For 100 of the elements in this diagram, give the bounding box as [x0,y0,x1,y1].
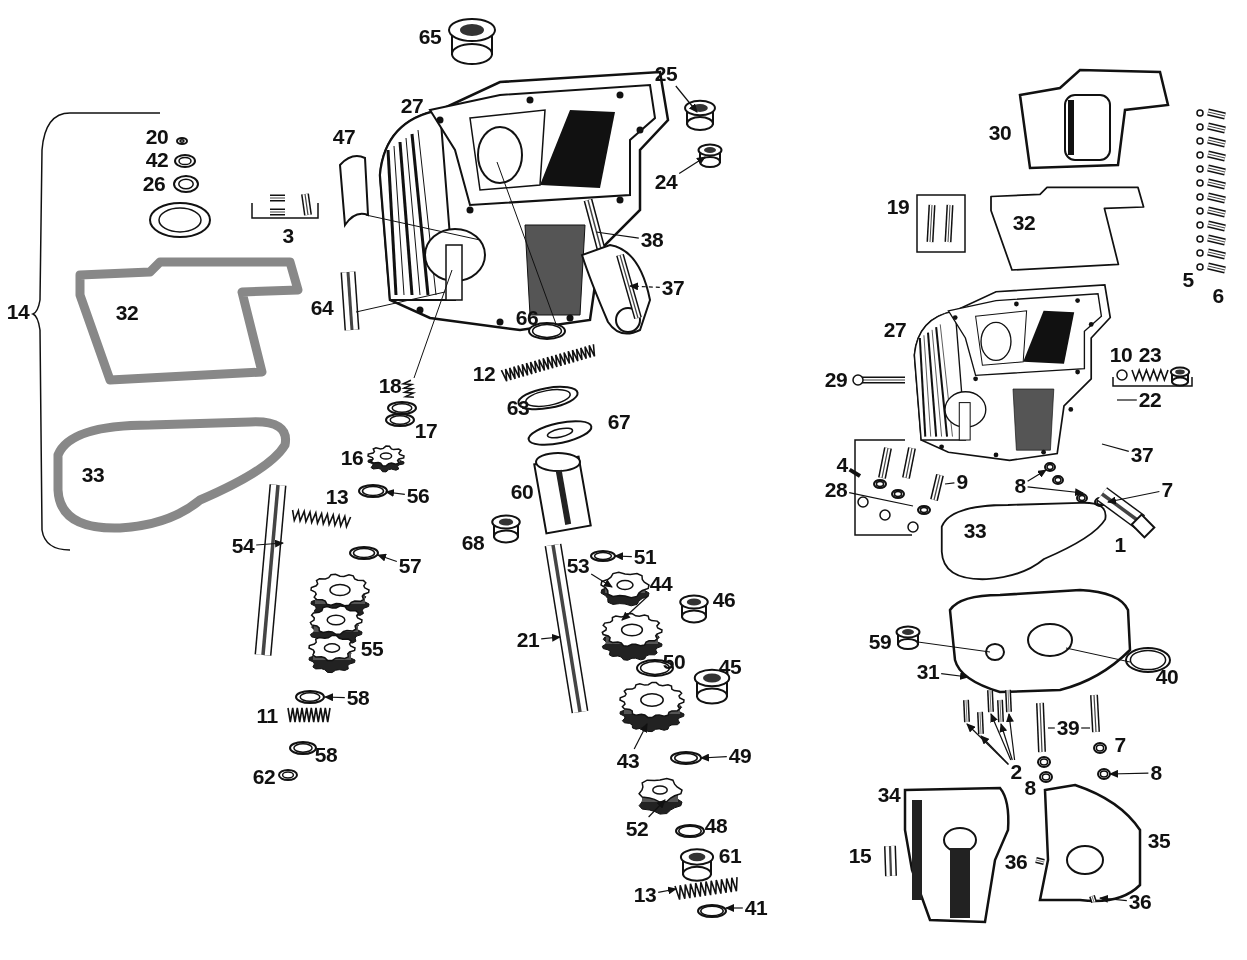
callout-number: 60 [510,481,534,503]
callout-number: 7 [1161,479,1173,501]
callout-number: 2 [1010,761,1022,783]
leader-line [540,633,561,642]
callout-number: 32 [1012,212,1036,234]
callout-number: 8 [1014,475,1026,497]
callout-number: 28 [824,479,848,501]
leader-line [1047,727,1056,729]
leader-line [1027,486,1084,497]
callout-number: 32 [115,302,139,324]
callout-number: 7 [1114,734,1126,756]
callout-number: 26 [142,173,166,195]
callout-number: 3 [282,225,294,247]
callout-number: 9 [956,471,968,493]
leader-line [1101,443,1130,452]
leader-line [1027,469,1047,482]
callout-number: 36 [1128,891,1152,913]
callout-number: 39 [1056,717,1080,739]
callout-number: 8 [1024,777,1036,799]
callout-number: 13 [633,884,657,906]
callout-number: 14 [6,301,30,323]
callout-number: 11 [256,705,278,727]
leader-line [385,489,406,497]
callout-number: 67 [607,411,631,433]
callout-number: 49 [728,745,752,767]
callout-number: 29 [824,369,848,391]
callout-number: 37 [661,277,685,299]
leader-line [633,723,648,750]
leader-line [990,713,1012,761]
callout-number: 42 [145,149,169,171]
leader-line [590,573,613,588]
leader-line [629,282,661,291]
leader-line [648,799,666,818]
callout-number: 15 [848,845,872,867]
callout-number: 12 [472,363,496,385]
leader-line [980,735,1009,765]
leader-line [1109,769,1149,778]
leader-line [377,553,398,563]
leader-line [255,539,284,548]
leader-line [678,156,706,175]
callout-number: 18 [378,375,402,397]
callout-number: 56 [406,485,430,507]
leader-line [614,552,633,561]
callout-number: 23 [1138,344,1162,366]
leader-line [1116,399,1138,401]
callout-number: 17 [414,420,438,442]
callout-number: 38 [640,229,664,251]
callout-number: 30 [988,122,1012,144]
callout-number: 16 [340,447,364,469]
callout-number: 64 [310,297,334,319]
callout-number: 34 [877,784,901,806]
callout-number: 44 [649,573,673,595]
leader-line [848,467,862,478]
callout-number: 66 [515,307,539,329]
leader-line [1080,727,1091,729]
callout-number: 53 [566,555,590,577]
callout-number: 45 [718,656,742,678]
callout-number: 19 [886,196,910,218]
leader-line [999,723,1013,761]
callout-number: 33 [963,520,987,542]
callout-number: 31 [916,661,940,683]
leader-line [966,723,1009,766]
callout-number: 4 [836,454,848,476]
leader-line [940,672,969,680]
callout-number: 33 [81,464,105,486]
callout-number: 35 [1147,830,1171,852]
callout-number: 55 [360,638,384,660]
callout-number: 46 [712,589,736,611]
callout-number: 58 [314,744,338,766]
callout-number: 58 [346,687,370,709]
callout-number: 47 [332,126,356,148]
callout-number: 61 [718,845,742,867]
callout-number: 21 [516,629,540,651]
leader-line [1099,894,1128,903]
leader-line [1006,713,1016,761]
callout-number: 24 [654,171,678,193]
callout-number: 52 [625,818,649,840]
callout-number: 27 [883,319,907,341]
leader-line [324,693,346,702]
callout-number: 62 [252,766,276,788]
callout-number: 43 [616,750,640,772]
leader-line [848,492,914,507]
callout-number: 10 [1109,344,1133,366]
callout-number: 51 [633,546,657,568]
callout-number: 37 [1130,444,1154,466]
callout-number: 22 [1138,389,1162,411]
callout-number: 27 [400,95,424,117]
callout-number: 1 [1114,534,1126,556]
leader-line [944,482,955,485]
callout-number: 68 [461,532,485,554]
callout-number: 59 [868,631,892,653]
callout-number: 65 [418,26,442,48]
callout-number: 5 [1182,269,1194,291]
leader-line [675,85,698,113]
leader-line [657,886,677,895]
callout-number: 20 [145,126,169,148]
callout-number: 54 [231,535,255,557]
callout-number: 57 [398,555,422,577]
callout-number: 48 [704,815,728,837]
leader-line [1107,490,1160,505]
